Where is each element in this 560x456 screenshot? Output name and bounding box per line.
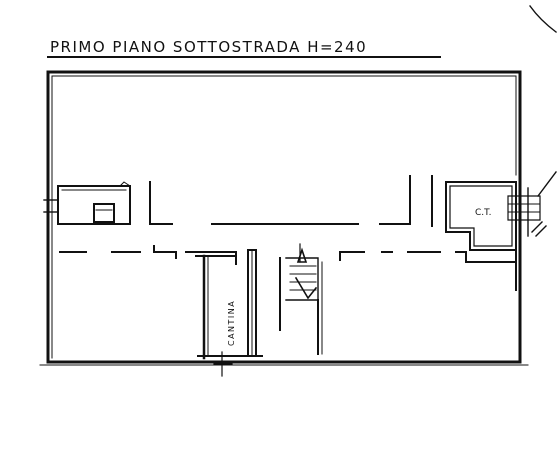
corner-mark xyxy=(529,5,557,33)
plan-title: PRIMO PIANO SOTTOSTRADA H=240 xyxy=(50,38,367,56)
left-room xyxy=(43,181,131,225)
cellar-label: CANTINA xyxy=(227,300,236,346)
staircase xyxy=(279,243,323,355)
interior-walls xyxy=(149,175,433,227)
corridor-details xyxy=(153,245,341,265)
outer-walls xyxy=(39,70,529,366)
boiler-room-label: C.T. xyxy=(475,208,491,218)
cellar-room: CANTINA xyxy=(195,249,263,377)
boiler-room: C.T. xyxy=(445,171,557,251)
right-corridor xyxy=(465,247,517,291)
